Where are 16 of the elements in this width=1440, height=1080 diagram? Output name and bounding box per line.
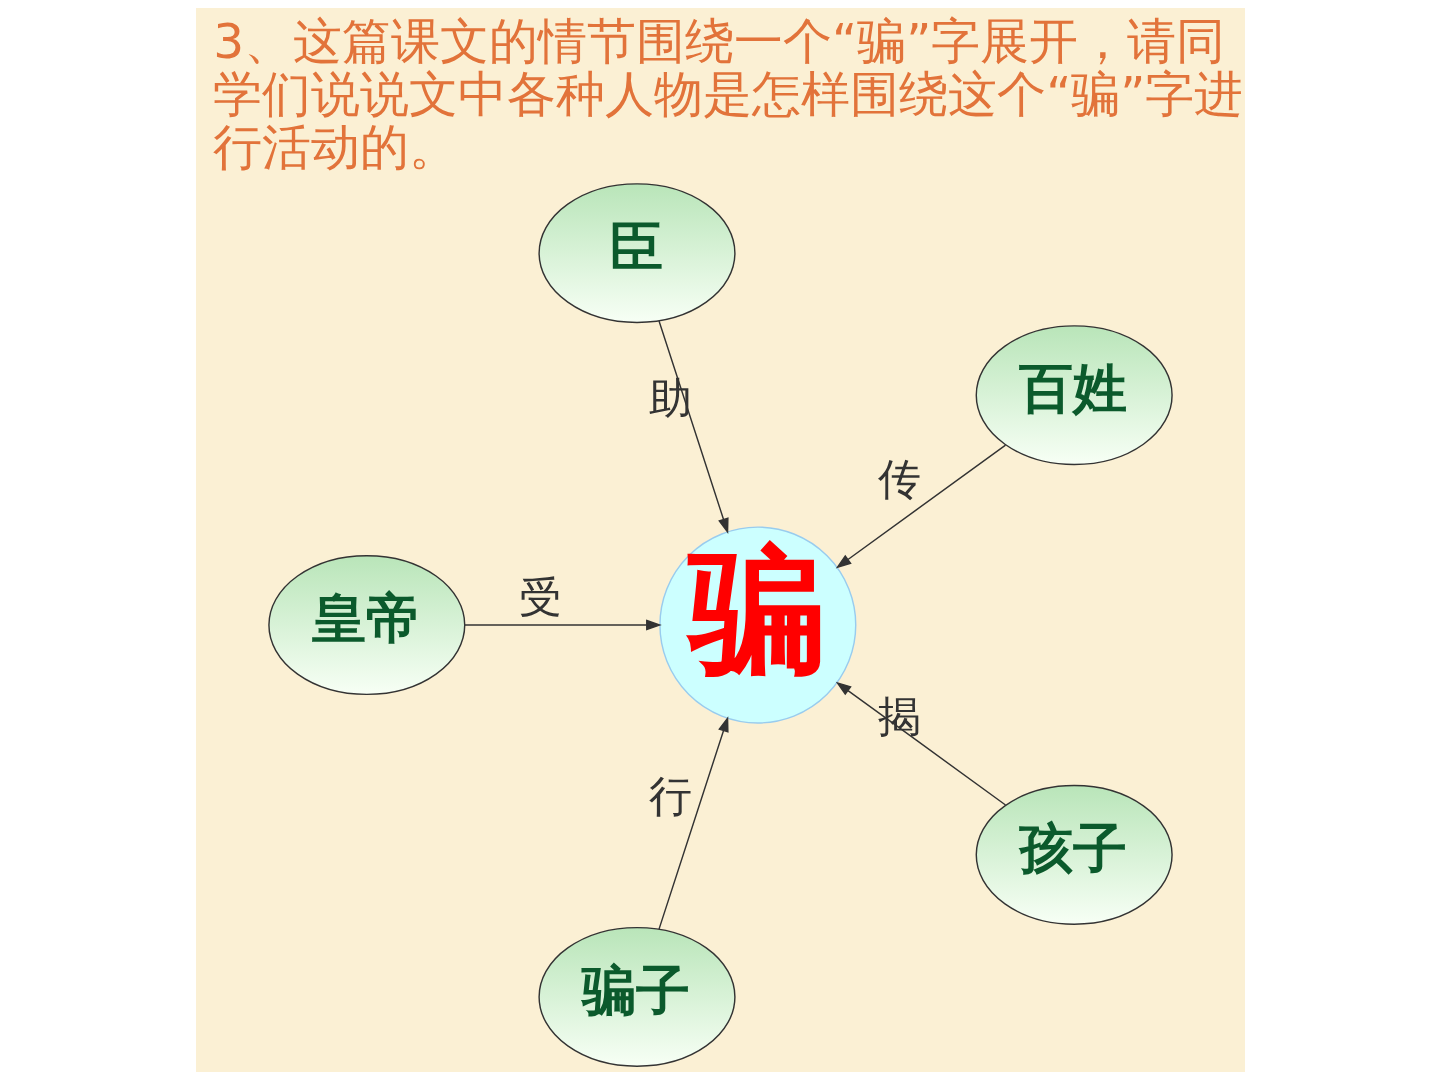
node-ellipse: 臣 [537, 183, 736, 324]
edge-label: 传 [877, 453, 921, 504]
node-circle: 骗 [658, 526, 856, 724]
diagram-title: 3、这篇课文的情节围绕一个“骗”字展开，请同学们说说文中各种人物是怎样围绕这个“骗”字进行活动的。 [212, 13, 1243, 176]
arrow [835, 681, 1006, 806]
edge-label: 行 [649, 771, 693, 822]
node-ellipse: 皇帝 [267, 555, 465, 696]
arrow [835, 444, 1006, 569]
node-ellipse: 骗子 [537, 926, 736, 1067]
arrow [657, 716, 729, 930]
node-ellipse: 百姓 [975, 325, 1173, 466]
edge-label: 揭 [877, 690, 921, 741]
arrow [657, 320, 729, 534]
arrow [463, 619, 662, 631]
edge-label: 受 [518, 572, 562, 623]
node-ellipse: 孩子 [975, 784, 1173, 925]
